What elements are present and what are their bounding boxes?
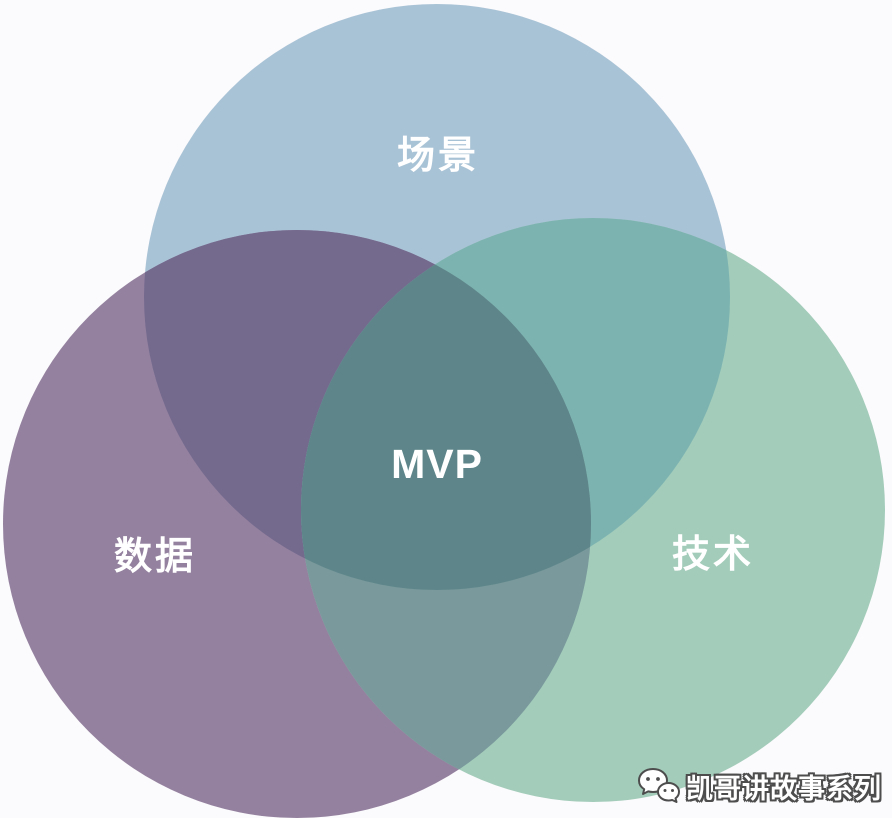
label-center-mvp: MVP: [391, 441, 483, 487]
label-data: 数据: [114, 536, 196, 578]
watermark-text: 凯哥讲故事系列: [686, 773, 882, 804]
overlap-center: [301, 230, 591, 590]
label-scenario: 场景: [397, 135, 479, 177]
watermark: 凯哥讲故事系列: [637, 766, 882, 806]
wechat-icon: [638, 768, 680, 803]
label-technology: 技术: [672, 534, 754, 576]
